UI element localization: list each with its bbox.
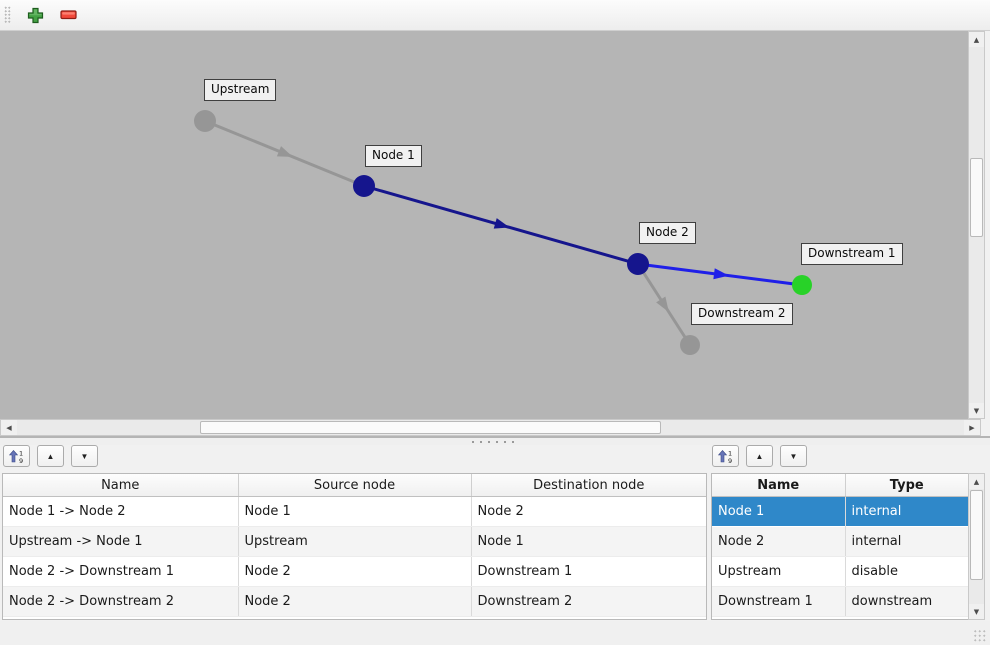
table-cell: internal	[845, 526, 968, 557]
nodes-move-up-button[interactable]: ▲	[746, 445, 773, 467]
graph-svg	[194, 110, 812, 355]
up-triangle-icon: ▲	[755, 451, 764, 461]
nodes-sort-button[interactable]: 1 9	[712, 445, 739, 467]
status-bar	[0, 621, 990, 645]
table-cell: Downstream 2	[471, 586, 706, 617]
horizontal-scrollbar-thumb[interactable]	[200, 421, 661, 434]
edge-arrowhead-icon	[713, 268, 729, 280]
column-header-name[interactable]: Name	[3, 474, 239, 497]
splitter-handle[interactable]	[0, 436, 990, 445]
canvas-horizontal-scrollbar[interactable]: ◀ ▶	[0, 419, 981, 436]
table-cell: internal	[845, 496, 968, 527]
links-sort-button[interactable]: 1 9	[3, 445, 30, 467]
nodes-toolbar: 1 9 ▲ ▼	[712, 445, 807, 467]
remove-button[interactable]	[53, 1, 83, 29]
down-triangle-icon: ▼	[80, 451, 89, 461]
scroll-down-button[interactable]: ▼	[969, 403, 984, 418]
svg-text:9: 9	[728, 457, 732, 464]
table-cell: Node 1	[712, 496, 846, 527]
table-cell: Node 2	[712, 526, 846, 557]
graph-node-node-1[interactable]	[353, 175, 375, 197]
edge-arrowhead-icon	[276, 146, 293, 157]
nodes-table-vertical-scrollbar[interactable]: ▲ ▼	[968, 473, 985, 620]
table-cell: Downstream 1	[471, 556, 706, 587]
links-move-up-button[interactable]: ▲	[37, 445, 64, 467]
links-toolbar: 1 9 ▲ ▼	[3, 445, 98, 467]
column-header-type[interactable]: Type	[845, 474, 968, 497]
scroll-up-button[interactable]: ▲	[969, 32, 984, 47]
scroll-left-button[interactable]: ◀	[1, 420, 17, 435]
table-cell: Upstream	[712, 556, 846, 587]
table-cell: Node 2 -> Downstream 2	[3, 586, 239, 617]
edge-arrowhead-icon	[656, 296, 669, 313]
graph-node-node-2[interactable]	[627, 253, 649, 275]
table-cell: downstream	[845, 586, 968, 617]
sort-ascending-icon: 1 9	[9, 449, 24, 464]
column-header-source-node[interactable]: Source node	[238, 474, 472, 497]
svg-text:1: 1	[19, 449, 23, 457]
main-toolbar	[0, 0, 990, 31]
table-cell: Node 2 -> Downstream 1	[3, 556, 239, 587]
add-button[interactable]	[20, 1, 50, 29]
table-cell: Node 1 -> Node 2	[3, 496, 239, 527]
nodes-move-down-button[interactable]: ▼	[780, 445, 807, 467]
table-cell: Node 1	[471, 526, 706, 557]
vertical-scrollbar-thumb[interactable]	[970, 490, 983, 580]
toolbar-drag-handle[interactable]	[4, 6, 11, 24]
column-header-destination-node[interactable]: Destination node	[471, 474, 706, 497]
table-cell: Upstream	[238, 526, 472, 557]
graph-node-label-node-1[interactable]: Node 1	[365, 145, 422, 167]
scroll-up-button[interactable]: ▲	[969, 474, 984, 489]
splitter-dots-icon	[472, 441, 474, 443]
down-triangle-icon: ▼	[789, 451, 798, 461]
scroll-right-button[interactable]: ▶	[964, 420, 980, 435]
vertical-scrollbar-thumb[interactable]	[970, 158, 983, 237]
graph-node-label-downstream-2[interactable]: Downstream 2	[691, 303, 793, 325]
graph-node-downstream-2[interactable]	[680, 335, 700, 355]
canvas-vertical-scrollbar[interactable]: ▲ ▼	[968, 31, 985, 419]
table-cell: Node 2	[471, 496, 706, 527]
table-cell: Node 1	[238, 496, 472, 527]
svg-text:9: 9	[19, 457, 23, 464]
graph-node-label-node-2[interactable]: Node 2	[639, 222, 696, 244]
table-cell: Node 2	[238, 586, 472, 617]
scroll-down-button[interactable]: ▼	[969, 604, 984, 619]
links-table: Name Source node Destination node Node 1…	[3, 474, 706, 617]
links-move-down-button[interactable]: ▼	[71, 445, 98, 467]
plus-icon	[27, 7, 44, 24]
up-triangle-icon: ▲	[46, 451, 55, 461]
table-cell: Downstream 1	[712, 586, 846, 617]
svg-text:1: 1	[728, 449, 732, 457]
resize-grip-icon[interactable]	[973, 629, 987, 642]
graph-node-downstream-1[interactable]	[792, 275, 812, 295]
graph-node-label-downstream-1[interactable]: Downstream 1	[801, 243, 903, 265]
graph-node-label-upstream[interactable]: Upstream	[204, 79, 277, 101]
links-table-container: Name Source node Destination node Node 1…	[2, 473, 707, 620]
edge-arrowhead-icon	[493, 218, 510, 229]
table-cell: disable	[845, 556, 968, 587]
table-cell: Upstream -> Node 1	[3, 526, 239, 557]
graph-node-upstream[interactable]	[194, 110, 216, 132]
minus-icon	[59, 10, 77, 20]
column-header-name[interactable]: Name	[712, 474, 846, 497]
sort-ascending-icon: 1 9	[718, 449, 733, 464]
table-cell: Node 2	[238, 556, 472, 587]
